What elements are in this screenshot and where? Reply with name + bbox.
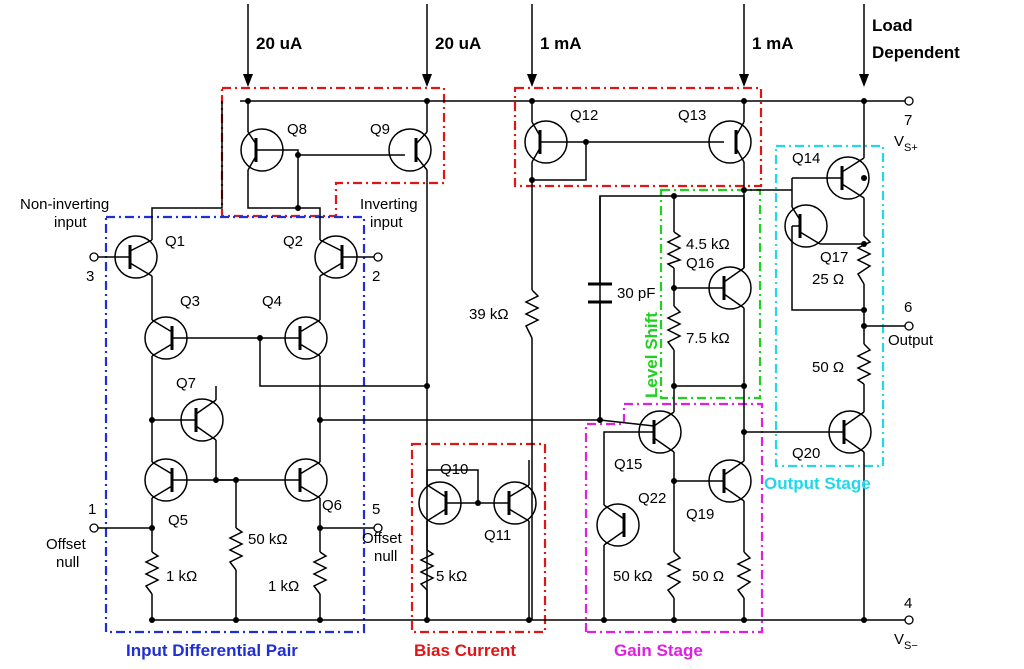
- label-q20: Q20: [792, 445, 820, 462]
- label-offset-null-5a: Offset: [362, 530, 403, 547]
- label-cap-30pf: 30 pF: [617, 285, 655, 302]
- capacitor-30pf: [588, 282, 612, 304]
- label-bias-current: Bias Current: [414, 641, 516, 660]
- bias-stage-box: [410, 442, 547, 634]
- label-r-50-gain: 50 Ω: [692, 568, 724, 585]
- stage-labels: Input Differential Pair Bias Current Gai…: [126, 312, 871, 660]
- label-r-50-out: 50 Ω: [812, 359, 844, 376]
- label-q2: Q2: [283, 233, 303, 250]
- label-gain-stage: Gain Stage: [614, 641, 703, 660]
- pin-4[interactable]: [904, 615, 914, 625]
- pin-3: [89, 252, 99, 262]
- label-r-5k: 5 kΩ: [436, 568, 467, 585]
- label-q19: Q19: [686, 506, 714, 523]
- label-pin-5: 5: [372, 501, 380, 518]
- load-label-1: Load: [872, 16, 913, 35]
- label-inverting-1: Inverting: [360, 196, 418, 213]
- label-offset-null-1b: null: [56, 554, 79, 571]
- label-input-differential-pair: Input Differential Pair: [126, 641, 298, 660]
- label-q11: Q11: [484, 527, 511, 544]
- label-q7: Q7: [176, 375, 196, 392]
- label-noninverting-1: Non-inverting: [20, 196, 109, 213]
- junction-dots: [149, 98, 867, 623]
- label-q1: Q1: [165, 233, 185, 250]
- label-pin-2: 2: [372, 268, 380, 285]
- output-stage-box: [774, 144, 885, 468]
- pin-6: [904, 321, 914, 331]
- current-label-1ma-a: 1 mA: [540, 34, 582, 53]
- transistor-labels: Q8 Q9 Q12 Q13 Q1 Q2 Q3 Q4 Q7 Q5 Q6 Q10 Q…: [165, 107, 848, 544]
- label-q9: Q9: [370, 121, 390, 138]
- label-r-50k-gain: 50 kΩ: [613, 568, 653, 585]
- pin-1: [89, 523, 99, 533]
- label-q4: Q4: [262, 293, 282, 310]
- current-mirror-box-2: [513, 86, 763, 188]
- label-q14: Q14: [792, 150, 820, 167]
- current-label-20ua-b: 20 uA: [435, 34, 481, 53]
- current-label-1ma-b: 1 mA: [752, 34, 794, 53]
- load-label-2: Dependent: [872, 43, 960, 62]
- label-r-4-5k: 4.5 kΩ: [686, 236, 730, 253]
- label-pin-4: 4: [904, 595, 912, 612]
- gain-stage-box: [584, 402, 764, 634]
- label-r-25: 25 Ω: [812, 271, 844, 288]
- label-r-1k-right: 1 kΩ: [268, 578, 299, 595]
- current-arrows: [243, 4, 869, 87]
- label-r-7-5k: 7.5 kΩ: [686, 330, 730, 347]
- transistor-symbols: [114, 120, 872, 547]
- label-q6: Q6: [322, 497, 342, 514]
- label-offset-null-5b: null: [374, 548, 397, 565]
- label-inverting-2: input: [370, 214, 403, 231]
- label-q10: Q10: [440, 461, 468, 478]
- pins: [89, 252, 914, 533]
- label-q13: Q13: [678, 107, 706, 124]
- label-r-1k-left: 1 kΩ: [166, 568, 197, 585]
- label-r-50k: 50 kΩ: [248, 531, 288, 548]
- pin-labels: Non-inverting input Inverting input 3 2 …: [20, 112, 934, 652]
- level-shift-box: [659, 188, 762, 400]
- label-q3: Q3: [180, 293, 200, 310]
- label-vs-minus: VS−: [894, 631, 918, 652]
- component-labels: 1 kΩ 50 kΩ 1 kΩ 5 kΩ 39 kΩ 4.5 kΩ 7.5 kΩ…: [166, 236, 844, 595]
- label-q8: Q8: [287, 121, 307, 138]
- label-vs-plus: VS+: [894, 133, 918, 154]
- label-level-shift: Level Shift: [642, 312, 661, 398]
- pin-5: [373, 523, 383, 533]
- label-output: Output: [888, 332, 934, 349]
- label-noninverting-2: input: [54, 214, 87, 231]
- resistors: [144, 231, 872, 599]
- label-q15: Q15: [614, 456, 642, 473]
- current-label-20ua-a: 20 uA: [256, 34, 302, 53]
- label-q17: Q17: [820, 249, 848, 266]
- label-q5: Q5: [168, 512, 188, 529]
- label-output-stage: Output Stage: [764, 474, 871, 493]
- label-pin-7: 7: [904, 112, 912, 129]
- pin-7[interactable]: [904, 96, 914, 106]
- label-q16: Q16: [686, 255, 714, 272]
- label-q22: Q22: [638, 490, 666, 507]
- pin-2: [373, 252, 383, 262]
- label-pin-6: 6: [904, 299, 912, 316]
- label-r-39k: 39 kΩ: [469, 306, 509, 323]
- label-pin-3: 3: [86, 268, 94, 285]
- label-q12: Q12: [570, 107, 598, 124]
- label-offset-null-1a: Offset: [46, 536, 87, 553]
- label-pin-1: 1: [88, 501, 96, 518]
- input-stage-box: [104, 215, 366, 634]
- wiring: [98, 101, 905, 620]
